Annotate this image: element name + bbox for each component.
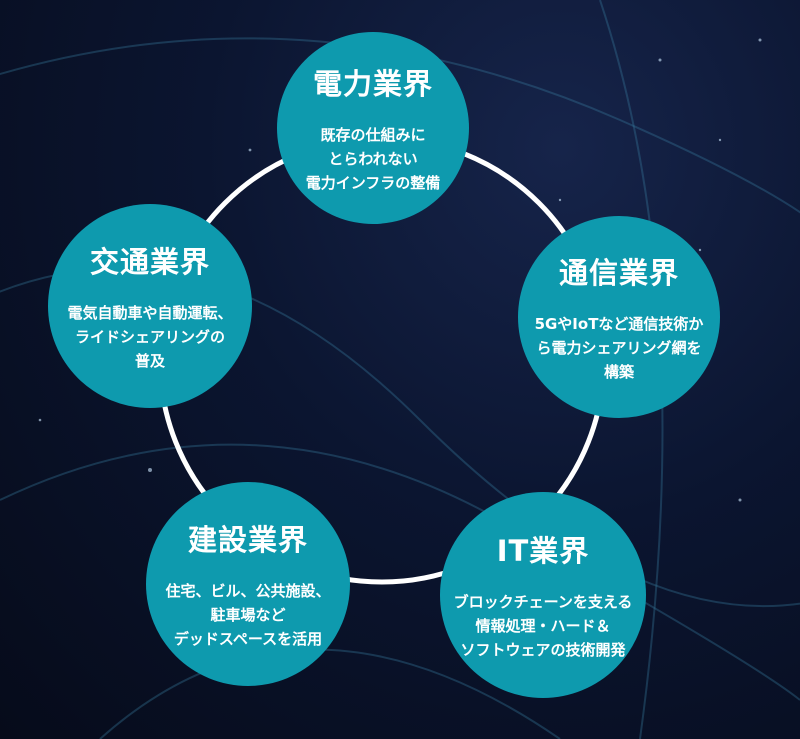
node-description: 既存の仕組みに とらわれない 電力インフラの整備 [305,126,441,192]
node-description: 住宅、ビル、公共施設、 駐車場など デッドスペースを活用 [165,582,331,648]
node-transport: 交通業界 電気自動車や自動運転、 ライドシェアリングの 普及 [48,204,252,408]
node-telecom: 通信業界 5GやIoTなど通信技術か ら電力シェアリング網を 構築 [518,216,720,418]
node-it: IT業界 ブロックチェーンを支える 情報処理・ハード＆ ソフトウェアの技術開発 [440,492,646,698]
node-title: 建設業界 [187,523,308,557]
node-title: 通信業界 [558,256,679,290]
node-title: 電力業界 [312,67,433,101]
node-electric-power: 電力業界 既存の仕組みに とらわれない 電力インフラの整備 [277,32,469,224]
node-description: 5GやIoTなど通信技術か ら電力シェアリング網を 構築 [534,315,704,381]
node-construction: 建設業界 住宅、ビル、公共施設、 駐車場など デッドスペースを活用 [146,482,350,686]
node-title: 交通業界 [89,245,210,279]
node-description: 電気自動車や自動運転、 ライドシェアリングの 普及 [67,304,233,370]
node-description: ブロックチェーンを支える 情報処理・ハード＆ ソフトウェアの技術開発 [453,593,633,659]
node-title: IT業界 [496,534,590,568]
